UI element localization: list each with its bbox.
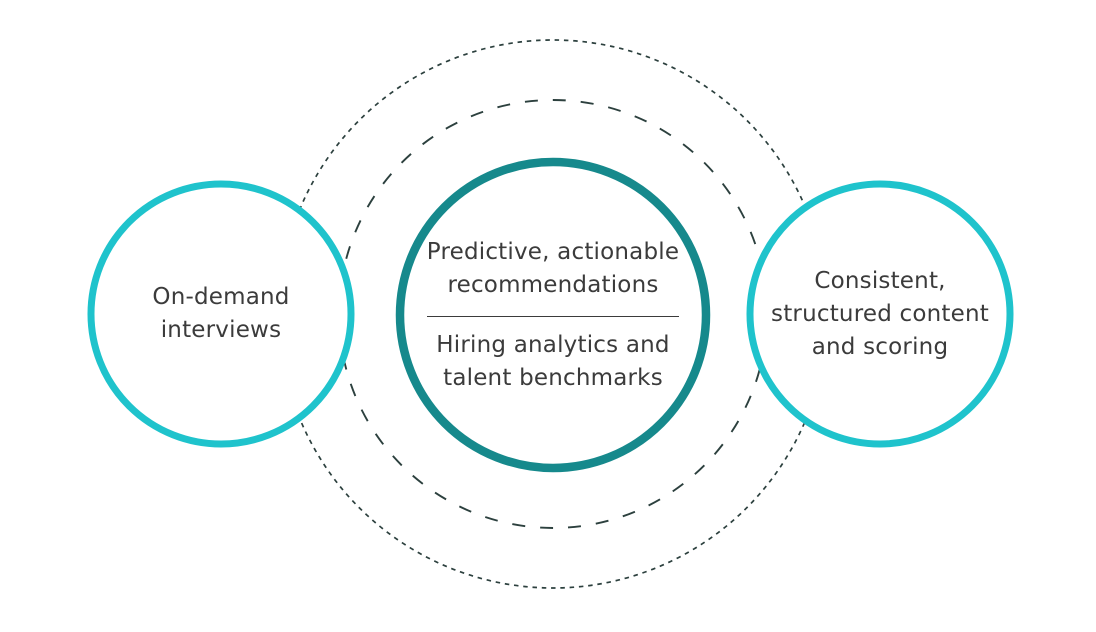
center-bottom-line1: Hiring analytics and [436, 331, 670, 358]
right-circle-label-line2: structured content [771, 300, 989, 327]
left-circle-label-line1: On-demand [152, 284, 290, 310]
center-circle-label: Predictive, actionable recommendations H… [398, 160, 708, 470]
center-top-text: Predictive, actionable recommendations [427, 236, 679, 302]
left-circle-label: On-demand interviews [88, 181, 354, 447]
left-circle-label-line2: interviews [160, 317, 282, 343]
right-circle-label: Consistent, structured content and scori… [747, 181, 1013, 447]
right-satellite-circle [746, 180, 1014, 448]
center-top-line2: recommendations [447, 271, 659, 298]
right-circle-label-line1: Consistent, [814, 267, 946, 294]
center-divider-line [427, 315, 679, 317]
center-hub-circle [395, 157, 711, 473]
right-circle-label-line3: and scoring [811, 333, 949, 360]
center-bottom-text: Hiring analytics and talent benchmarks [436, 329, 669, 395]
center-bottom-line2: talent benchmarks [443, 364, 663, 391]
center-top-line1: Predictive, actionable [426, 238, 680, 265]
left-satellite-circle [87, 180, 355, 448]
